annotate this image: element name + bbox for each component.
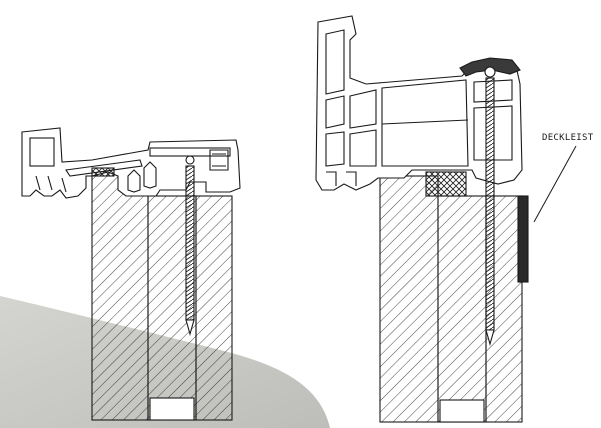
left-profile-chamber-2: [65, 159, 143, 177]
right-frame-chamber-3: [349, 89, 377, 129]
right-frame-chamber-2: [325, 95, 345, 129]
left-timber-gap-cut: [149, 397, 195, 421]
right-window-frame-profile: [315, 15, 523, 191]
right-frame-chamber-4: [325, 131, 345, 167]
right-insulation-block: [425, 171, 467, 197]
left-section: [21, 127, 241, 421]
right-frame-chamber-6: [381, 79, 469, 167]
left-timber-block-inner: [195, 195, 233, 421]
right-frame-feet: [326, 171, 357, 186]
right-fixing-screw-tip: [485, 329, 495, 347]
left-fixing-screw: [185, 165, 195, 321]
cover-strip-leader-line: [533, 145, 577, 223]
right-cover-strip: [517, 195, 529, 283]
left-screw-head-fitting: [185, 155, 195, 165]
right-section: [315, 15, 529, 423]
right-timber-block-outer: [379, 175, 439, 423]
left-profile-clip-1: [127, 169, 141, 193]
right-screw-head: [484, 66, 496, 78]
left-profile-clip-3: [209, 149, 229, 171]
left-fixing-screw-tip: [185, 319, 195, 337]
left-profile-chamber-1: [29, 137, 55, 167]
right-frame-chamber-5: [349, 129, 377, 167]
left-profile-web-1: [35, 175, 67, 193]
right-frame-chamber-1: [325, 29, 345, 95]
left-profile-clip-2: [143, 161, 157, 189]
left-glazing-bead: [91, 167, 115, 177]
left-timber-block-outer: [91, 169, 149, 421]
right-timber-block-middle: [437, 195, 487, 423]
right-frame-chamber-web: [381, 119, 469, 125]
left-window-profile: [21, 127, 241, 199]
right-frame-chamber-7: [473, 79, 513, 103]
right-timber-gap-cut: [439, 399, 485, 423]
right-fixing-screw: [485, 77, 495, 331]
cover-strip-label: DECKLEIST: [542, 133, 594, 143]
right-frame-chamber-8: [473, 105, 513, 161]
